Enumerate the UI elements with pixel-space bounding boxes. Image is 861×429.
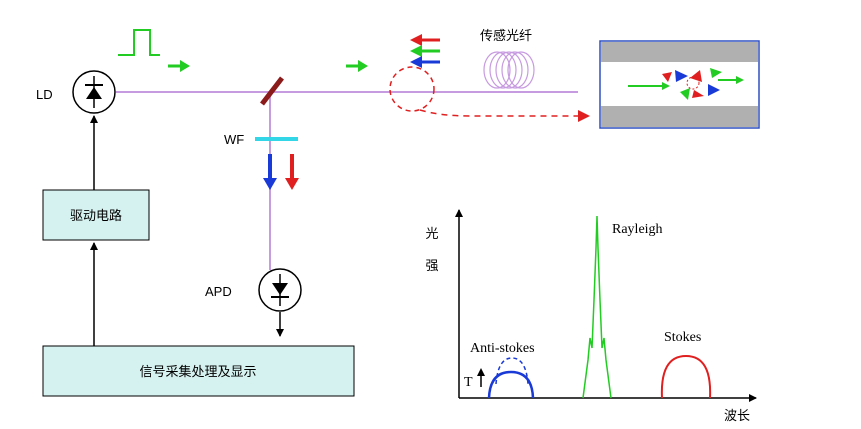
- apd-label: APD: [205, 284, 232, 299]
- rayleigh-peak: [582, 215, 612, 399]
- green-arrow-1: [168, 60, 190, 72]
- x-axis-label: 波长: [724, 409, 750, 424]
- spectrum-plot: 光 强 波长 Rayleigh Anti-stokes T Stokes: [425, 209, 757, 424]
- drive-circuit-box: [42, 189, 150, 241]
- blue-down-arrow: [263, 154, 277, 190]
- sensing-fiber-coil: [483, 51, 535, 89]
- t-up-arrow: [477, 368, 485, 387]
- drive-circuit-label: 驱动电路: [70, 208, 122, 224]
- zoom-circle-dashed: [389, 66, 435, 112]
- ld-label: LD: [36, 87, 53, 102]
- signal-processing-label: 信号采集处理及显示: [139, 364, 256, 380]
- t-marker-label: T: [464, 375, 473, 390]
- stokes-peak: [660, 354, 712, 399]
- wf-label: WF: [224, 132, 244, 147]
- red-down-arrow: [285, 154, 299, 190]
- sensing-fiber-label: 传感光纤: [480, 28, 532, 44]
- apd-photodiode: [258, 268, 302, 312]
- ld-laser-diode: [72, 70, 116, 114]
- beam-splitter-mirror: [260, 76, 284, 106]
- zoom-dashed-arrow: [419, 109, 580, 117]
- y-axis-label-1: 光: [425, 227, 438, 242]
- anti-stokes-peak: [487, 370, 535, 399]
- pulse-waveform: [118, 29, 160, 56]
- red-left-arrow: [410, 34, 440, 46]
- y-axis-label-2: 强: [425, 259, 438, 274]
- fiber-zoom-box: [599, 40, 760, 129]
- zoom-arrow-head: [578, 110, 590, 122]
- stokes-label: Stokes: [664, 330, 701, 345]
- green-left-arrow: [410, 45, 440, 57]
- rayleigh-label: Rayleigh: [612, 222, 663, 237]
- signal-processing-box: [42, 345, 355, 397]
- anti-stokes-label: Anti-stokes: [470, 341, 535, 356]
- backscatter-arrows: [410, 34, 440, 68]
- green-arrow-2: [346, 60, 368, 72]
- blue-left-arrow: [410, 56, 440, 68]
